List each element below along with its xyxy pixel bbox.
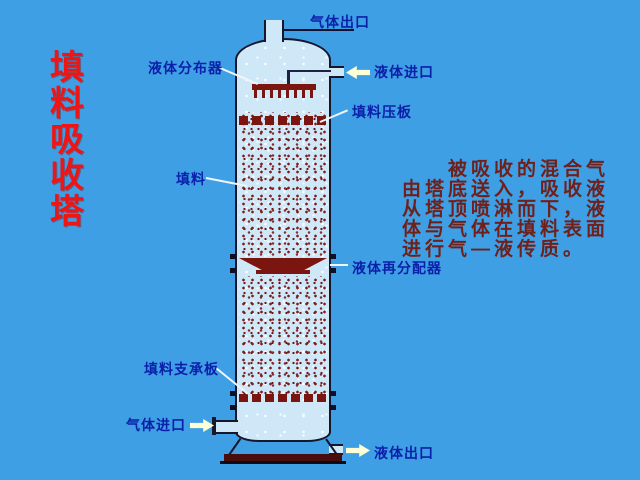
label-gas-outlet: 气体出口 <box>310 14 370 30</box>
gas-inlet-flange <box>212 417 216 435</box>
packing-section-upper <box>239 112 327 258</box>
gas-inlet-pipe <box>216 420 238 434</box>
label-liquid-outlet: 液体出口 <box>374 445 434 461</box>
flange-nub <box>230 254 236 259</box>
label-liquid-inlet: 液体进口 <box>374 64 434 80</box>
gas-outlet-pipe-line <box>282 29 354 31</box>
liquid-inlet-pipe <box>329 66 344 78</box>
flange-nub <box>330 268 336 273</box>
flange-nub <box>230 405 236 410</box>
label-packing-support: 填料支承板 <box>144 361 219 377</box>
label-packing: 填料 <box>176 171 206 187</box>
label-gas-inlet: 气体进口 <box>126 417 186 433</box>
distributor-feed-pipe-horizontal <box>289 70 331 72</box>
description-paragraph: 被吸收的混合气 由塔底送入，吸收液 从塔顶喷淋而下，液 体与气体在填料表面 进行… <box>402 159 610 260</box>
label-liquid-distributor: 液体分布器 <box>148 60 223 76</box>
liquid-distributor-teeth <box>254 90 314 98</box>
flange-nub <box>230 268 236 273</box>
gas-inlet-arrow-icon <box>190 419 214 432</box>
flange-nub <box>230 391 236 396</box>
skirt-leg-left <box>228 438 242 456</box>
flange-nub <box>330 254 336 259</box>
flange-nub <box>330 405 336 410</box>
liquid-inlet-arrow-icon <box>346 66 370 79</box>
leader-line-redistributor <box>330 264 348 266</box>
distributor-feed-pipe-vertical <box>287 70 290 86</box>
packing-section-lower <box>239 276 327 394</box>
label-packing-plate: 填料压板 <box>352 104 412 120</box>
label-liquid-redistributor: 液体再分配器 <box>352 260 442 276</box>
page-title: 填料吸收塔 <box>50 49 84 231</box>
liquid-redistributor-shape <box>239 258 327 271</box>
tower-base <box>224 454 342 462</box>
liquid-outlet-arrow-icon <box>346 444 370 457</box>
liquid-distributor-shape <box>252 84 316 90</box>
gas-outlet-nozzle <box>264 20 284 42</box>
liquid-redistributor-lip <box>256 270 310 274</box>
tower-base-line <box>220 461 346 464</box>
packing-holddown-plate <box>239 116 327 125</box>
packing-support-plate <box>239 394 327 402</box>
flange-nub <box>330 391 336 396</box>
